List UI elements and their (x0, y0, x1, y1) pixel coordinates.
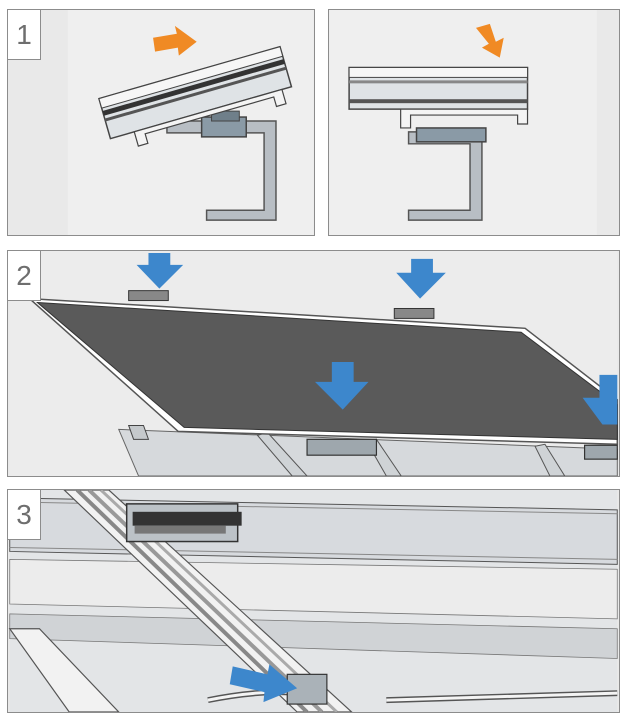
step3-panel: 3 (7, 489, 620, 713)
rail-tilt-illustration (67, 10, 314, 235)
module-clamp (393, 307, 435, 319)
blue-arrows (136, 252, 618, 425)
bracket-clamp (415, 127, 487, 143)
step-number-label: 3 (8, 490, 41, 540)
solar-module (27, 297, 619, 446)
step1-right-panel (328, 9, 620, 236)
left-diagonal-rail (8, 628, 120, 712)
rail-seated-illustration (329, 10, 597, 235)
blue-arrow-right (229, 664, 298, 703)
cable-routing-illustration (8, 490, 618, 712)
step2-panel: 2 (7, 250, 620, 477)
module-placement-illustration (9, 251, 619, 476)
module-clamp (128, 290, 169, 302)
orange-arrow-right (153, 25, 197, 56)
module-clamp (306, 438, 378, 456)
step-number-label: 2 (8, 251, 41, 301)
module-clamp (125, 503, 242, 543)
step-number-label: 1 (8, 10, 41, 60)
step1-left-panel: 1 (7, 9, 315, 236)
orange-arrow-down (475, 23, 504, 58)
module-clamp (583, 444, 618, 460)
rail-profile (98, 45, 293, 147)
rail-profile (348, 66, 529, 129)
z-bracket (166, 120, 277, 221)
